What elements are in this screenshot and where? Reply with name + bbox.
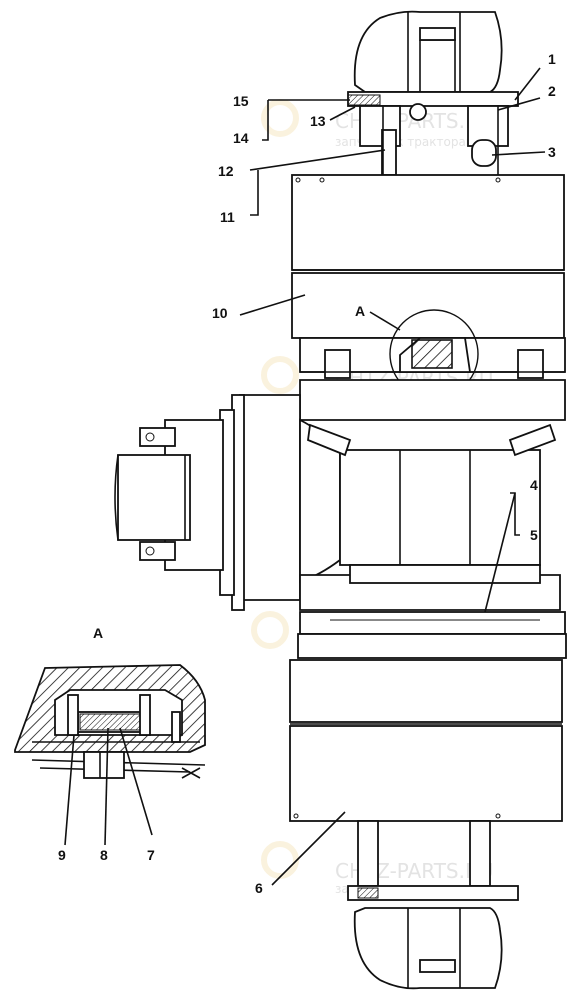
callout-4: 4 bbox=[530, 477, 538, 493]
callout-8: 8 bbox=[100, 847, 108, 863]
upper-rim bbox=[291, 174, 565, 339]
callout-11: 11 bbox=[220, 209, 235, 225]
callout-9: 9 bbox=[58, 847, 66, 863]
callout-13: 13 bbox=[310, 113, 326, 129]
top-flange bbox=[347, 91, 519, 176]
upper-hub bbox=[299, 309, 566, 399]
left-shaft bbox=[114, 394, 245, 611]
callout-3: 3 bbox=[548, 144, 556, 160]
bottom-tire bbox=[353, 907, 503, 990]
callout-14: 14 bbox=[233, 130, 249, 146]
callout-10: 10 bbox=[212, 305, 228, 321]
callout-15: 15 bbox=[233, 93, 249, 109]
callout-5: 5 bbox=[530, 527, 538, 543]
detail-title: A bbox=[93, 625, 103, 641]
lower-hub bbox=[297, 611, 567, 659]
lower-rim bbox=[289, 659, 563, 822]
callout-2: 2 bbox=[548, 83, 556, 99]
bottom-flange bbox=[347, 820, 519, 901]
leader-lines bbox=[64, 67, 546, 886]
callout-12: 12 bbox=[218, 163, 234, 179]
top-tire bbox=[353, 10, 503, 93]
callout-7: 7 bbox=[147, 847, 155, 863]
axle-housing bbox=[239, 379, 566, 611]
detail-view-a bbox=[14, 664, 206, 779]
callout-6: 6 bbox=[255, 880, 263, 896]
detail-callout-a: A bbox=[355, 303, 365, 319]
watermark-tagline: запчасти к тракторам bbox=[335, 135, 475, 149]
callout-1: 1 bbox=[548, 51, 556, 67]
